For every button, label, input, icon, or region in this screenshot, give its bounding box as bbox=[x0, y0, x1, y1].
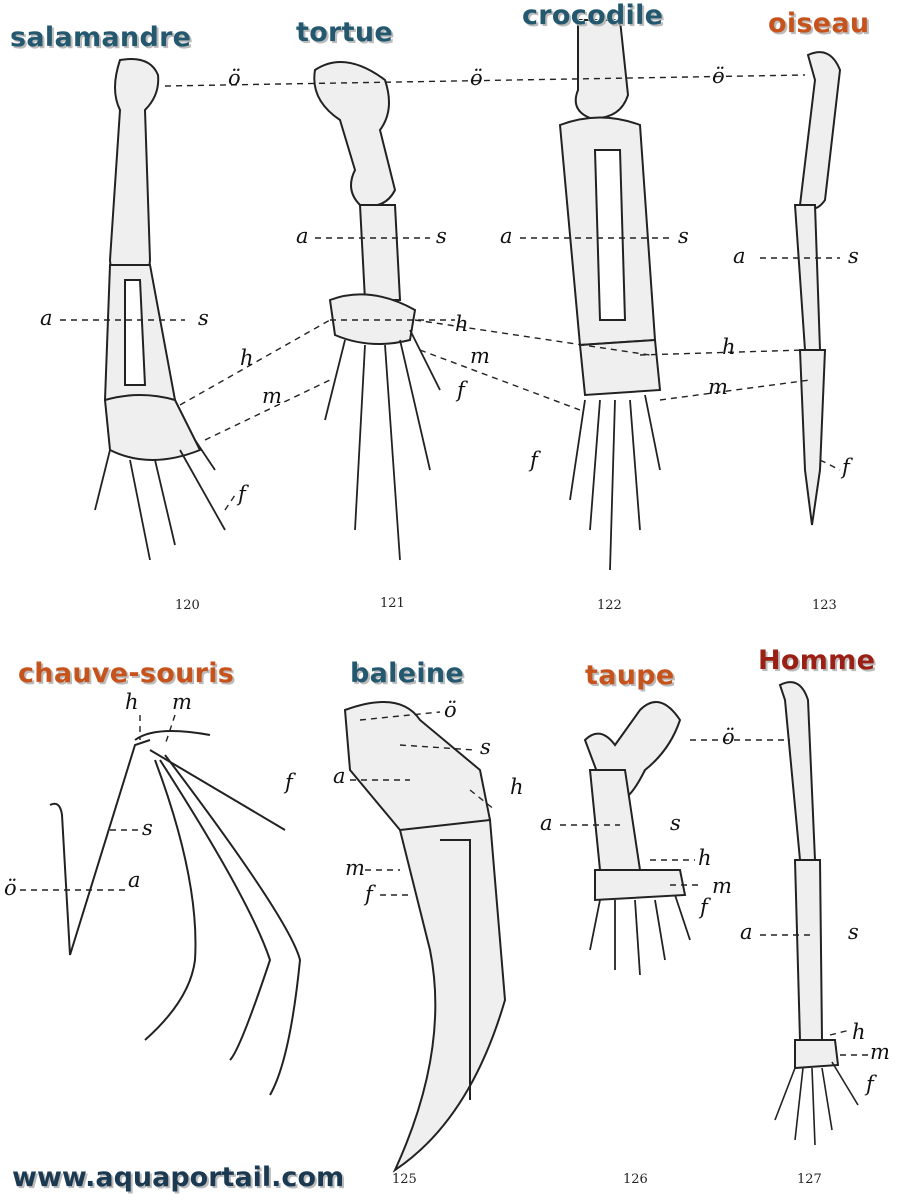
label-radius: a bbox=[333, 764, 346, 788]
baleine-limb bbox=[343, 701, 507, 1173]
label-ulna: s bbox=[198, 306, 209, 330]
label-metacarpus: m bbox=[470, 344, 490, 368]
figure-number: 121 bbox=[380, 596, 405, 611]
title-crocodile: crocodile bbox=[522, 0, 664, 31]
label-carpus: h bbox=[455, 312, 469, 336]
label-carpus: h bbox=[722, 335, 736, 359]
label-fingers: f bbox=[285, 770, 293, 794]
title-homme: Homme bbox=[758, 645, 876, 676]
label-radius: a bbox=[740, 920, 753, 944]
label-metacarpus: m bbox=[262, 384, 282, 408]
label-humerus: ö bbox=[4, 876, 17, 900]
label-humerus: ö bbox=[712, 64, 725, 88]
label-carpus: h bbox=[852, 1020, 866, 1044]
title-baleine: baleine bbox=[350, 658, 465, 689]
label-radius: a bbox=[128, 868, 141, 892]
label-carpus: h bbox=[125, 690, 139, 714]
label-ulna: s bbox=[848, 244, 859, 268]
label-carpus: h bbox=[698, 846, 712, 870]
taupe-limb bbox=[583, 701, 691, 976]
figure-number: 123 bbox=[812, 598, 837, 613]
label-metacarpus: m bbox=[708, 375, 728, 399]
label-humerus: ö bbox=[228, 66, 241, 90]
tortue-limb bbox=[313, 61, 441, 561]
label-metacarpus: m bbox=[870, 1040, 890, 1064]
label-humerus: ö bbox=[444, 698, 457, 722]
label-carpus: h bbox=[510, 775, 524, 799]
chauve-souris-limb bbox=[49, 730, 302, 1096]
label-radius: a bbox=[40, 306, 53, 330]
label-humerus: ö bbox=[470, 66, 483, 90]
salamandre-limb bbox=[94, 58, 226, 561]
label-humerus: ö bbox=[722, 725, 735, 749]
label-ulna: s bbox=[848, 920, 859, 944]
figure-number: 126 bbox=[623, 1172, 648, 1187]
label-metacarpus: m bbox=[345, 856, 365, 880]
footer-url[interactable]: www.aquaportail.com bbox=[12, 1162, 345, 1193]
label-radius: a bbox=[733, 244, 746, 268]
label-metacarpus: m bbox=[712, 874, 732, 898]
label-fingers: f bbox=[457, 378, 465, 402]
label-fingers: f bbox=[530, 448, 538, 472]
label-carpus: h bbox=[240, 346, 254, 370]
label-radius: a bbox=[540, 811, 553, 835]
label-ulna: s bbox=[670, 811, 681, 835]
figure-number: 120 bbox=[175, 598, 200, 613]
label-fingers: f bbox=[842, 455, 850, 479]
label-fingers: f bbox=[866, 1072, 874, 1096]
label-ulna: s bbox=[678, 224, 689, 248]
figure-number: 127 bbox=[797, 1172, 822, 1187]
label-radius: a bbox=[296, 224, 309, 248]
homme-limb bbox=[774, 681, 859, 1146]
figure-number: 125 bbox=[392, 1172, 417, 1187]
label-fingers: f bbox=[365, 882, 373, 906]
title-oiseau: oiseau bbox=[768, 8, 870, 39]
crocodile-limb bbox=[558, 19, 662, 571]
label-ulna: s bbox=[436, 224, 447, 248]
label-metacarpus: m bbox=[172, 690, 192, 714]
figure-number: 122 bbox=[597, 598, 622, 613]
title-salamandre: salamandre bbox=[10, 22, 192, 53]
oiseau-limb bbox=[793, 51, 842, 526]
label-fingers: f bbox=[700, 895, 708, 919]
title-taupe: taupe bbox=[585, 660, 675, 691]
title-chauve-souris: chauve-souris bbox=[18, 658, 235, 689]
label-ulna: s bbox=[142, 816, 153, 840]
label-radius: a bbox=[500, 224, 513, 248]
label-fingers: f bbox=[238, 482, 246, 506]
title-tortue: tortue bbox=[296, 17, 394, 48]
label-ulna: s bbox=[480, 735, 491, 759]
